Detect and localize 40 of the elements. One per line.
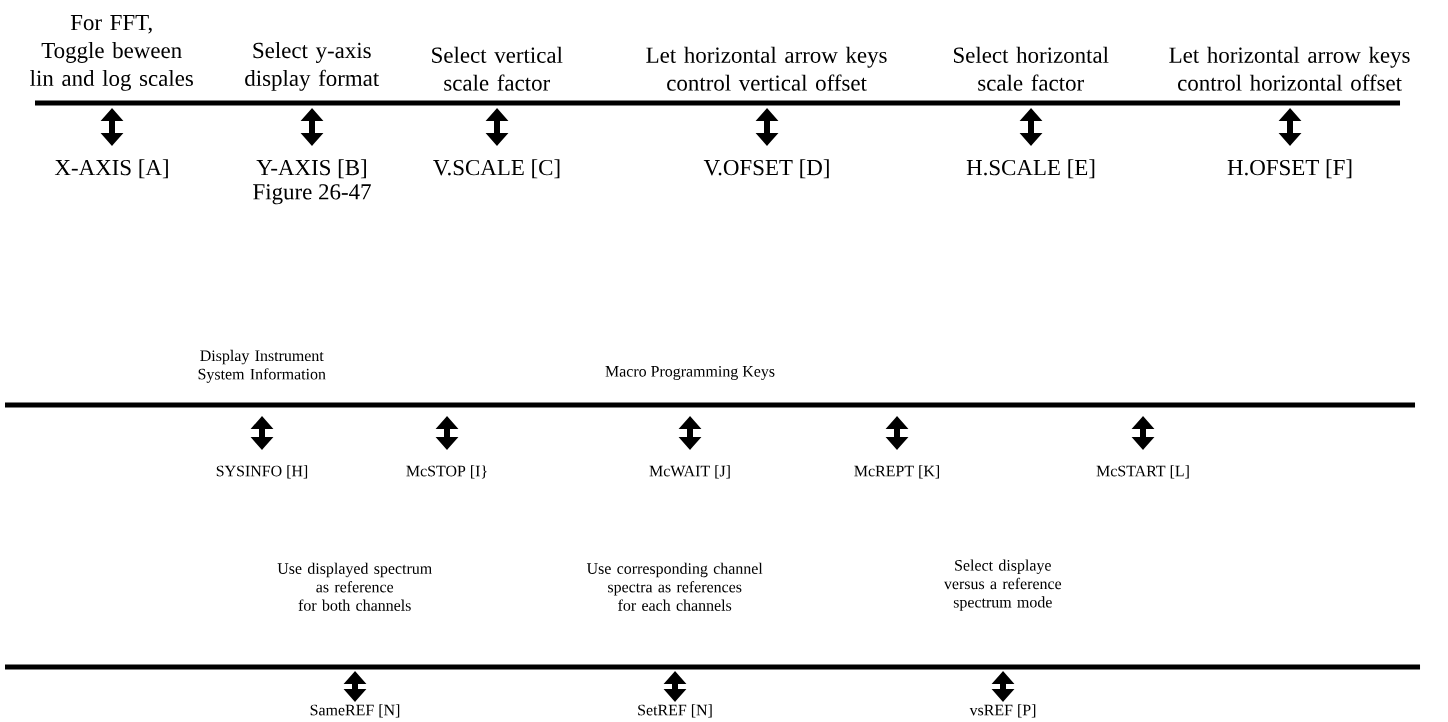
double-arrow — [300, 108, 324, 146]
softkey-label: SameREF [N] — [310, 704, 400, 718]
softkey-label: McREPT [K] — [854, 465, 939, 479]
function-description: For FFT, Toggle beween lin and log scales — [30, 15, 193, 91]
double-arrow — [1278, 108, 1302, 146]
double-arrow — [678, 416, 702, 450]
function-description: Let horizontal arrow keys control vertical offset — [646, 46, 887, 91]
function-description: Use displayed spectrum as reference for both channels — [277, 562, 432, 611]
softkey-label: McWAIT [J] — [649, 465, 730, 479]
softkey-label: X-AXIS [A] — [54, 159, 168, 179]
function-description: Use corresponding channel spectra as references for each channels — [586, 562, 763, 611]
function-description: Let horizontal arrow keys control horizontal offset — [1169, 46, 1410, 91]
double-arrow — [100, 108, 124, 146]
softkey-label: Y-AXIS [B] — [256, 159, 366, 179]
double-arrow — [663, 671, 687, 702]
softkey-label: H.OFSET [F] — [1227, 159, 1352, 179]
softkey-label: SetREF [N] — [638, 704, 712, 718]
softkey-label: V.SCALE [C] — [433, 159, 560, 179]
double-arrow — [991, 671, 1015, 702]
function-description: Select displaye versus a reference spectrum mode — [943, 559, 1062, 611]
softkey-label: H.SCALE [E] — [966, 159, 1095, 179]
softkey-label: V.OFSET [D] — [703, 159, 829, 179]
function-description: Select vertical scale factor — [432, 46, 563, 91]
double-arrow — [343, 671, 367, 702]
softkey-label: McSTART [L] — [1096, 465, 1189, 479]
softkey-label: McSTOP [I} — [406, 465, 487, 479]
double-arrow — [250, 416, 274, 450]
figure-number: Figure 26-47 — [253, 184, 371, 205]
group-heading: Macro Programming Keys — [605, 366, 775, 380]
function-description: Select horizontal scale factor — [954, 46, 1109, 91]
double-arrow — [1131, 416, 1155, 450]
double-arrow — [755, 108, 779, 146]
double-arrow — [1019, 108, 1043, 146]
double-arrow — [435, 416, 459, 450]
double-arrow — [885, 416, 909, 450]
softkey-label: SYSINFO [H] — [216, 465, 308, 479]
softkey-label: vsREF [P] — [969, 704, 1036, 718]
double-arrow — [485, 108, 509, 146]
function-description: Display Instrument System Information — [198, 349, 326, 383]
function-description: Select y-axis display format — [245, 42, 380, 91]
